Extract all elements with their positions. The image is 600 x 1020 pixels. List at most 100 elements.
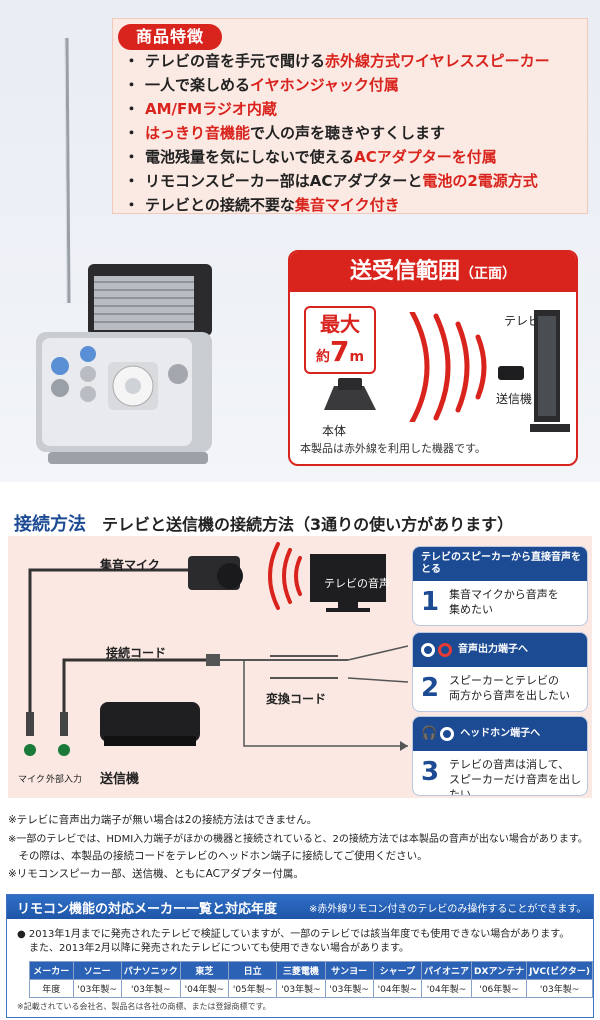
feature-highlight: 集音マイク付き [294,196,400,214]
option-2-line1: スピーカーとテレビの [449,674,559,687]
mic-label: 集音マイク [100,558,160,572]
feature-text: テレビとの接続不要な [145,196,295,214]
option-1-number: 1 [421,587,440,617]
infrared-waves-icon [409,312,487,422]
year-cell: '06年製~ [471,979,528,998]
cord-label: 接続コード [106,646,167,660]
maker-line-2: また、2013年2月以降に発売されたテレビについても使用できない場合があります。 [29,943,410,954]
feature-item: ・AM/FMラジオ内蔵 [124,98,277,119]
bullet-icon: ・ [124,52,140,70]
headphone-icon: 🎧 [421,726,438,741]
howto-title: 接続方法 [14,514,86,535]
option-2-head-text: 音声出力端子へ [458,644,528,655]
range-max-value: 7 [329,335,350,368]
maker-cell: パナソニック [120,961,181,980]
maker-cell: ソニー [72,961,122,980]
option-2-number: 2 [421,673,440,703]
option-3-card: 🎧 ヘッドホン端子へ 3 テレビの音声は消して、スピーカーだけ音声を出したい [412,716,588,796]
bullet-icon: ・ [124,124,140,142]
year-cell: '03年製~ [324,979,374,998]
year-cell: '03年製~ [276,979,326,998]
feature-item: ・テレビの音を手元で聞ける赤外線方式ワイヤレススピーカー [124,50,550,71]
range-max-label: 最大 [320,312,360,336]
option-3-number: 3 [421,757,440,787]
feature-text: テレビの音を手元で聞ける [145,52,326,70]
range-tv-label: テレビ [504,314,541,328]
year-cell: 年度 [29,979,74,998]
feature-item: ・はっきり音機能で人の声を聴きやすくします [124,122,445,143]
maker-panel: リモコン機能の対応メーカー一覧と対応年度 ※赤外線リモコン付きのテレビのみ操作す… [6,894,594,1018]
external-input-label: 外部入力 [46,775,83,785]
option-1-line2: 集めたい [449,603,493,616]
feature-text-tail: で人の声を聴きやすくします [250,124,446,142]
feature-highlight: 電池の2電源方式 [422,172,538,190]
tv-sound-label: テレビの音声 [324,577,390,590]
maker-table-year-row: 年度'03年製~'03年製~'04年製~'05年製~'03年製~'03年製~'0… [29,979,593,998]
maker-cell: メーカー [29,961,74,980]
maker-cell: シャープ [372,961,423,980]
option-1-card: テレビのスピーカーから直接音声をとる 1 集音マイクから音声を集めたい [412,546,588,626]
transmitter-icon [498,366,524,380]
option-2-card: 音声出力端子へ 2 スピーカーとテレビの両方から音声を出したい [412,632,588,712]
option-3-line2: スピーカーだけ音声を出したい [449,773,581,796]
range-max-prefix: 約 [315,349,330,365]
howto-subtitle: テレビと送信機の接続方法（3通りの使い方があります） [102,515,514,534]
feature-item: ・一人で楽しめるイヤホンジャック付属 [124,74,399,95]
antenna-image [64,38,71,303]
feature-highlight: ACアダプターを付属 [354,148,497,166]
range-max-badge: 最大 約7m [304,306,376,374]
option-1-body: 集音マイクから音声を集めたい [449,587,559,617]
bullet-icon: ・ [124,196,140,214]
year-cell: '03年製~ [526,979,593,998]
maker-cell: パイオニア [421,961,473,980]
range-panel: 送受信範囲（正面） 最大 約7m 本体 テレビ 送信機 本製品は赤外線を利用した… [288,250,578,466]
converter-label: 変換コード [266,692,327,706]
range-note: 本製品は赤外線を利用した機器です。 [300,442,486,455]
note-2: ※一部のテレビでは、HDMI入力端子がほかの機器と接続されていると、2の接続方法… [8,834,588,845]
note-4: ※リモコンスピーカー部、送信機、ともにACアダプター付属。 [8,868,304,880]
year-cell: '04年製~ [179,979,230,998]
feature-text: 一人で楽しめる [145,76,251,94]
bullet-icon: ・ [124,148,140,166]
option-3-head-text: ヘッドホン端子へ [460,728,541,739]
maker-line-1: ● 2013年1月までに発売されたテレビで検証していますが、一部のテレビでは該当… [17,929,570,940]
year-cell: '03年製~ [120,979,181,998]
option-1-line1: 集音マイクから音声を [449,588,559,601]
year-cell: '04年製~ [372,979,423,998]
option-3-head: 🎧 ヘッドホン端子へ [413,717,587,751]
range-title: 送受信範囲（正面） [290,252,576,292]
transmitter-label: 送信機 [100,772,140,787]
range-max-distance: 約7m [306,337,374,372]
note-3: その際は、本製品の接続コードをテレビのヘッドホン端子に接続してご使用ください。 [8,850,428,862]
option-3-line1: テレビの音声は消して、 [449,758,570,771]
option-1-head: テレビのスピーカーから直接音声をとる [413,547,587,581]
bullet-icon: ・ [124,100,140,118]
maker-cell: 東芝 [179,961,230,980]
range-title-text: 送受信範囲 [349,259,460,284]
option-2-body: スピーカーとテレビの両方から音声を出したい [449,673,570,703]
feature-highlight: はっきり音機能 [145,124,251,142]
rca-jack-red-icon [438,643,452,657]
feature-text: リモコンスピーカー部はACアダプターと [145,172,423,190]
connection-cables-drawing [24,542,408,756]
maker-header: リモコン機能の対応メーカー一覧と対応年度 ※赤外線リモコン付きのテレビのみ操作す… [7,895,593,919]
maker-note: ※赤外線リモコン付きのテレビのみ操作することができます。 [309,904,587,915]
howto-heading: 接続方法 テレビと送信機の接続方法（3通りの使い方があります） [14,510,513,536]
bullet-icon: ・ [124,76,140,94]
speaker-device-image [36,264,212,464]
feature-item: ・テレビとの接続不要な集音マイク付き [124,194,400,215]
range-tx-label: 送信機 [496,392,533,406]
mic-input-label: マイク [18,775,45,785]
note-1: ※テレビに音声出力端子が無い場合は2の接続方法はできません。 [8,814,318,826]
feature-item: ・リモコンスピーカー部はACアダプターと電池の2電源方式 [124,170,538,191]
headphone-jack-icon [440,727,455,741]
features-panel [112,18,588,214]
features-title: 商品特徴 [118,24,222,50]
maker-title: リモコン機能の対応メーカー一覧と対応年度 [17,902,278,917]
feature-text: 電池残量を気にしないで使える [145,148,355,166]
feature-highlight: イヤホンジャック付属 [250,76,399,94]
rca-jack-icon [421,643,435,657]
maker-cell: 日立 [228,961,278,980]
